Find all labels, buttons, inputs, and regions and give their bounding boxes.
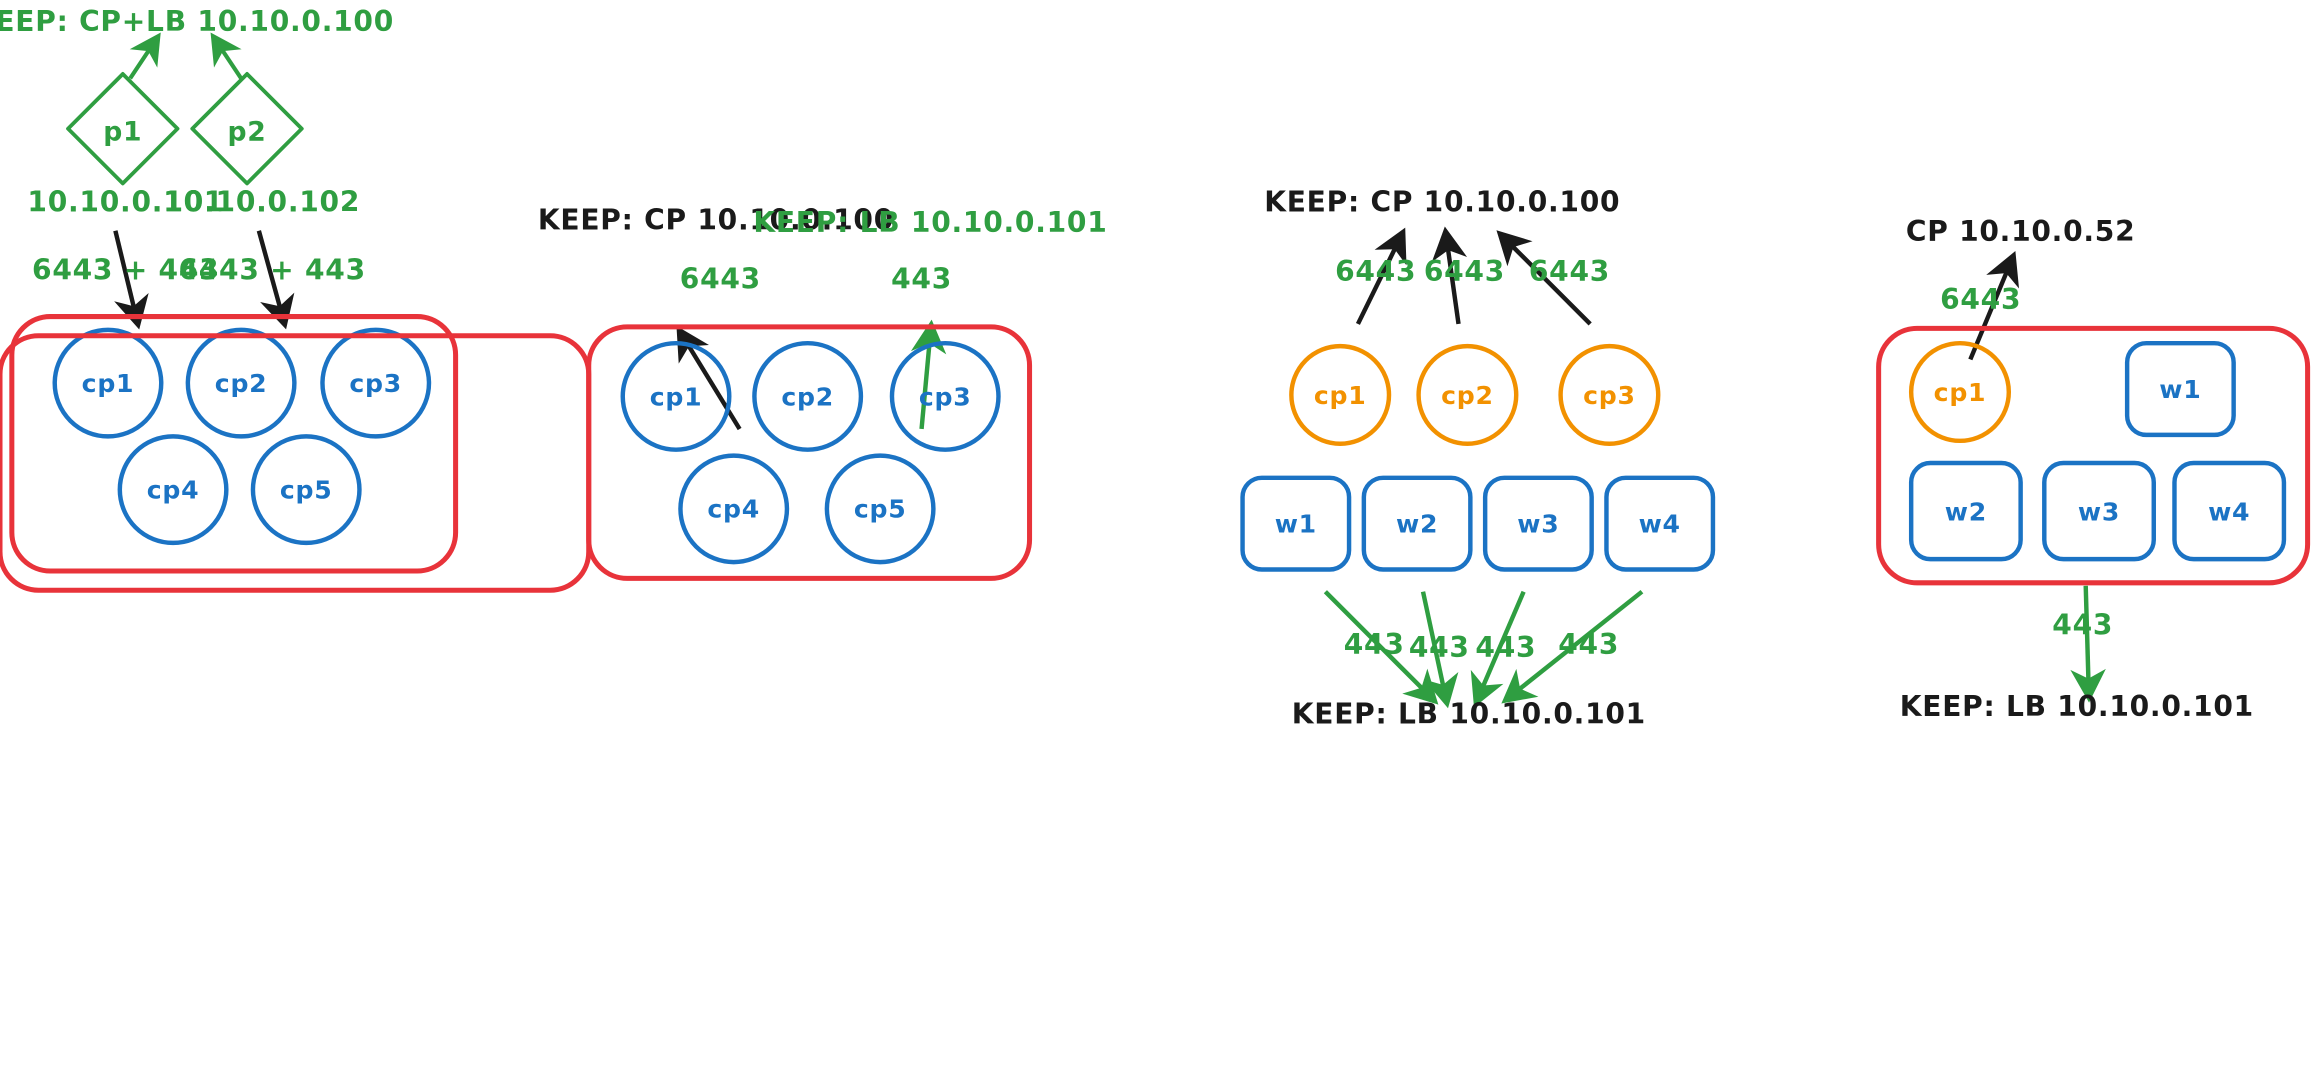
arrow-443-p4: [2070, 585, 2106, 703]
node-w4-p4: [2172, 460, 2287, 562]
arrow-w2-443-p3: [1420, 591, 1459, 709]
panel4-port-443: 443: [2052, 609, 2114, 642]
panel1-ports-1: 6443 + 443: [32, 254, 220, 287]
node-w3-p4: [2042, 460, 2156, 562]
node-cp3-p3: [1558, 343, 1661, 446]
panel1-top-vip-label: KEEP: CP+LB 10.10.0.100: [0, 5, 395, 39]
node-cp4-p2-label: cp4: [707, 495, 761, 526]
node-cp5-p2-label: cp5: [853, 495, 907, 526]
panel3-bottom-port-2: 443: [1408, 631, 1470, 665]
node-cp1-p3-label: cp1: [1313, 381, 1367, 412]
arrow-cp3-6443-p3: [1496, 230, 1592, 326]
panel3-lb-vip-label: KEEP: LB 10.10.0.101: [1291, 698, 1646, 731]
panel2-port-443: 443: [891, 263, 953, 296]
node-cp4-p1-label: cp4: [146, 476, 200, 506]
arrow-w1-443-p3: [1323, 590, 1439, 705]
diamond-p1: [66, 72, 180, 186]
node-w2-p3: [1361, 475, 1473, 572]
arrow-ip2-to-box: [256, 230, 295, 330]
diamond-p2-ip: 10.10.0.102: [163, 186, 361, 219]
arrow-cp2-6443-p3: [1431, 226, 1468, 325]
node-cp3-p2: [889, 340, 1001, 452]
node-cp2-p3: [1416, 343, 1519, 446]
node-cp2-p3-label: cp2: [1441, 381, 1494, 412]
node-w4-p4-label: w4: [2208, 498, 2251, 529]
panel3-port-3: 6443: [1528, 255, 1611, 289]
node-w2-p4: [1908, 460, 2023, 562]
cluster-box-2: [586, 324, 1033, 581]
panel4-lb-vip-label: KEEP: LB 10.10.0.101: [1899, 690, 2254, 724]
node-w2-p3-label: w2: [1395, 510, 1439, 540]
node-cp3-p3-label: cp3: [1583, 381, 1636, 412]
node-cp3-p1: [320, 327, 432, 439]
node-cp1-p2: [620, 340, 732, 452]
node-cp1-p1: [52, 327, 164, 439]
diamond-p2-label: p2: [227, 116, 267, 148]
node-cp1-p3: [1289, 343, 1392, 446]
panel3-bottom-port-1: 443: [1343, 628, 1405, 662]
node-cp5-p1: [250, 434, 362, 546]
node-cp1-p4: [1908, 340, 2012, 444]
node-cp1-p4-label: cp1: [1933, 378, 1987, 409]
diamond-p2: [190, 72, 304, 186]
arrow-6443-p2: [676, 325, 742, 431]
node-cp2-p2: [752, 340, 864, 452]
panel1-ports-2: 6443 + 443: [178, 254, 366, 287]
arrow-w3-443-p3: [1470, 590, 1526, 708]
arrow-443-p2: [910, 319, 947, 430]
arrow-p2-to-vip: [210, 32, 243, 80]
node-cp1-p1-label: cp1: [81, 369, 135, 400]
panel4-port-6443: 6443: [1940, 284, 2022, 317]
panel3-port-1: 6443: [1335, 255, 1417, 289]
node-cp3-p1-label: cp3: [349, 369, 403, 400]
panel3-port-2: 6443: [1423, 255, 1506, 289]
node-cp5-p1-label: cp5: [279, 476, 333, 506]
node-cp4-p2: [678, 453, 790, 565]
node-w3-p3-label: w3: [1517, 510, 1560, 540]
node-w1-p4-label: w1: [2159, 375, 2202, 406]
node-w3-p3: [1482, 475, 1594, 572]
node-w3-p4-label: w3: [2077, 498, 2121, 529]
panel2-cp-vip-label: KEEP: CP 10.10.0.100: [537, 204, 894, 237]
node-w1-p3-label: w1: [1274, 510, 1317, 540]
arrow-cp1-6443-p3: [1355, 227, 1407, 325]
node-cp2-p1: [185, 327, 297, 439]
node-cp1-p2-label: cp1: [649, 383, 703, 413]
cluster-box-3: [0, 333, 592, 593]
node-cp3-p2-label: cp3: [918, 383, 972, 413]
panel4-cp-label: CP 10.10.0.52: [1905, 215, 2136, 249]
node-cp2-p2-label: cp2: [781, 383, 834, 413]
node-cp4-p1: [117, 434, 229, 546]
node-cp2-p1-label: cp2: [214, 369, 268, 400]
panel3-bottom-port-4: 443: [1558, 628, 1620, 662]
diamond-p1-label: p1: [103, 116, 143, 148]
node-cp5-p2: [824, 453, 936, 565]
node-w1-p4: [2124, 340, 2236, 438]
arrow-w4-443-p3: [1501, 589, 1644, 704]
panel2-port-6443: 6443: [679, 263, 761, 296]
panel3-bottom-port-3: 443: [1475, 631, 1537, 665]
diamond-p1-ip: 10.10.0.101: [27, 186, 225, 219]
diagram-canvas: KEEP: CP+LB 10.10.0.100 p1 p2 10.10.0.10…: [0, 5, 2311, 731]
cluster-box-4: [1876, 325, 2311, 586]
panel3-cp-vip-label: KEEP: CP 10.10.0.100: [1264, 186, 1621, 219]
node-w4-p3: [1604, 475, 1716, 572]
node-w2-p4-label: w2: [1944, 498, 1988, 529]
node-w1-p3: [1240, 475, 1352, 572]
cluster-box-1: [9, 314, 459, 574]
node-w4-p3-label: w4: [1638, 510, 1681, 540]
panel2-lb-vip-label: KEEP: LB 10.10.0.101: [753, 207, 1108, 240]
arrow-cp1-6443-p4: [1968, 251, 2020, 361]
arrow-p1-to-vip: [128, 32, 161, 80]
arrow-ip1-to-box: [113, 230, 149, 330]
